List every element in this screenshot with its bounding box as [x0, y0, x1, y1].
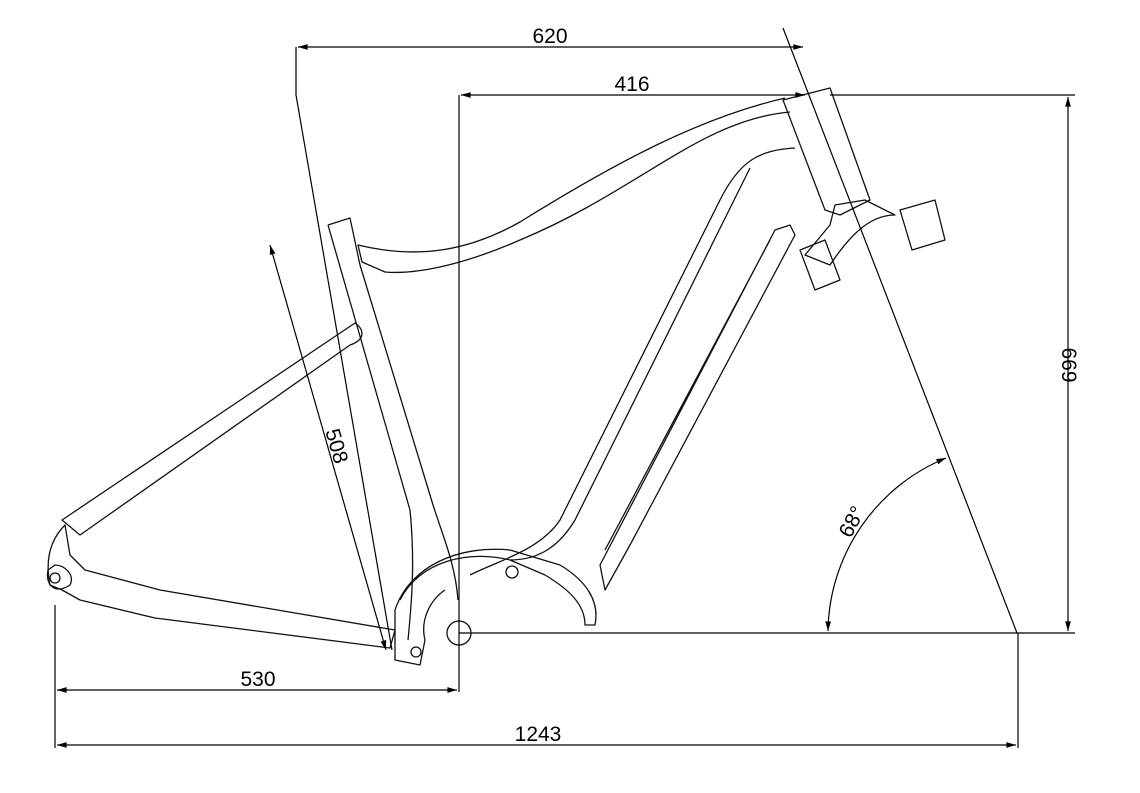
dim-416-label: 416 — [614, 73, 649, 96]
head-angle-label: 68° — [835, 503, 870, 542]
seat-stay — [61, 322, 363, 536]
dimension-lines — [56, 44, 1071, 748]
mount-bolt — [410, 646, 422, 658]
dim-620-label: 620 — [532, 25, 567, 48]
battery — [599, 224, 796, 591]
handlebar-stem — [799, 199, 946, 291]
rear-axle — [49, 572, 61, 584]
reference-lines — [54, 27, 1075, 748]
seat-tube — [327, 217, 459, 641]
mount-bolt — [505, 565, 519, 579]
chain-stay — [47, 524, 396, 649]
down-tube — [469, 147, 796, 576]
motor-mount — [394, 548, 597, 666]
head-angle-arc — [825, 457, 947, 632]
bike-frame — [46, 87, 946, 666]
dim-508-line — [269, 244, 387, 651]
dropout — [46, 564, 72, 590]
dim-1243-label: 1243 — [515, 723, 562, 746]
dim-530-label: 530 — [240, 668, 275, 691]
head-tube — [782, 87, 871, 216]
dim-508-label: 508 — [320, 426, 352, 466]
dim-669-label: 669 — [1057, 347, 1080, 382]
top-tube — [357, 97, 791, 274]
